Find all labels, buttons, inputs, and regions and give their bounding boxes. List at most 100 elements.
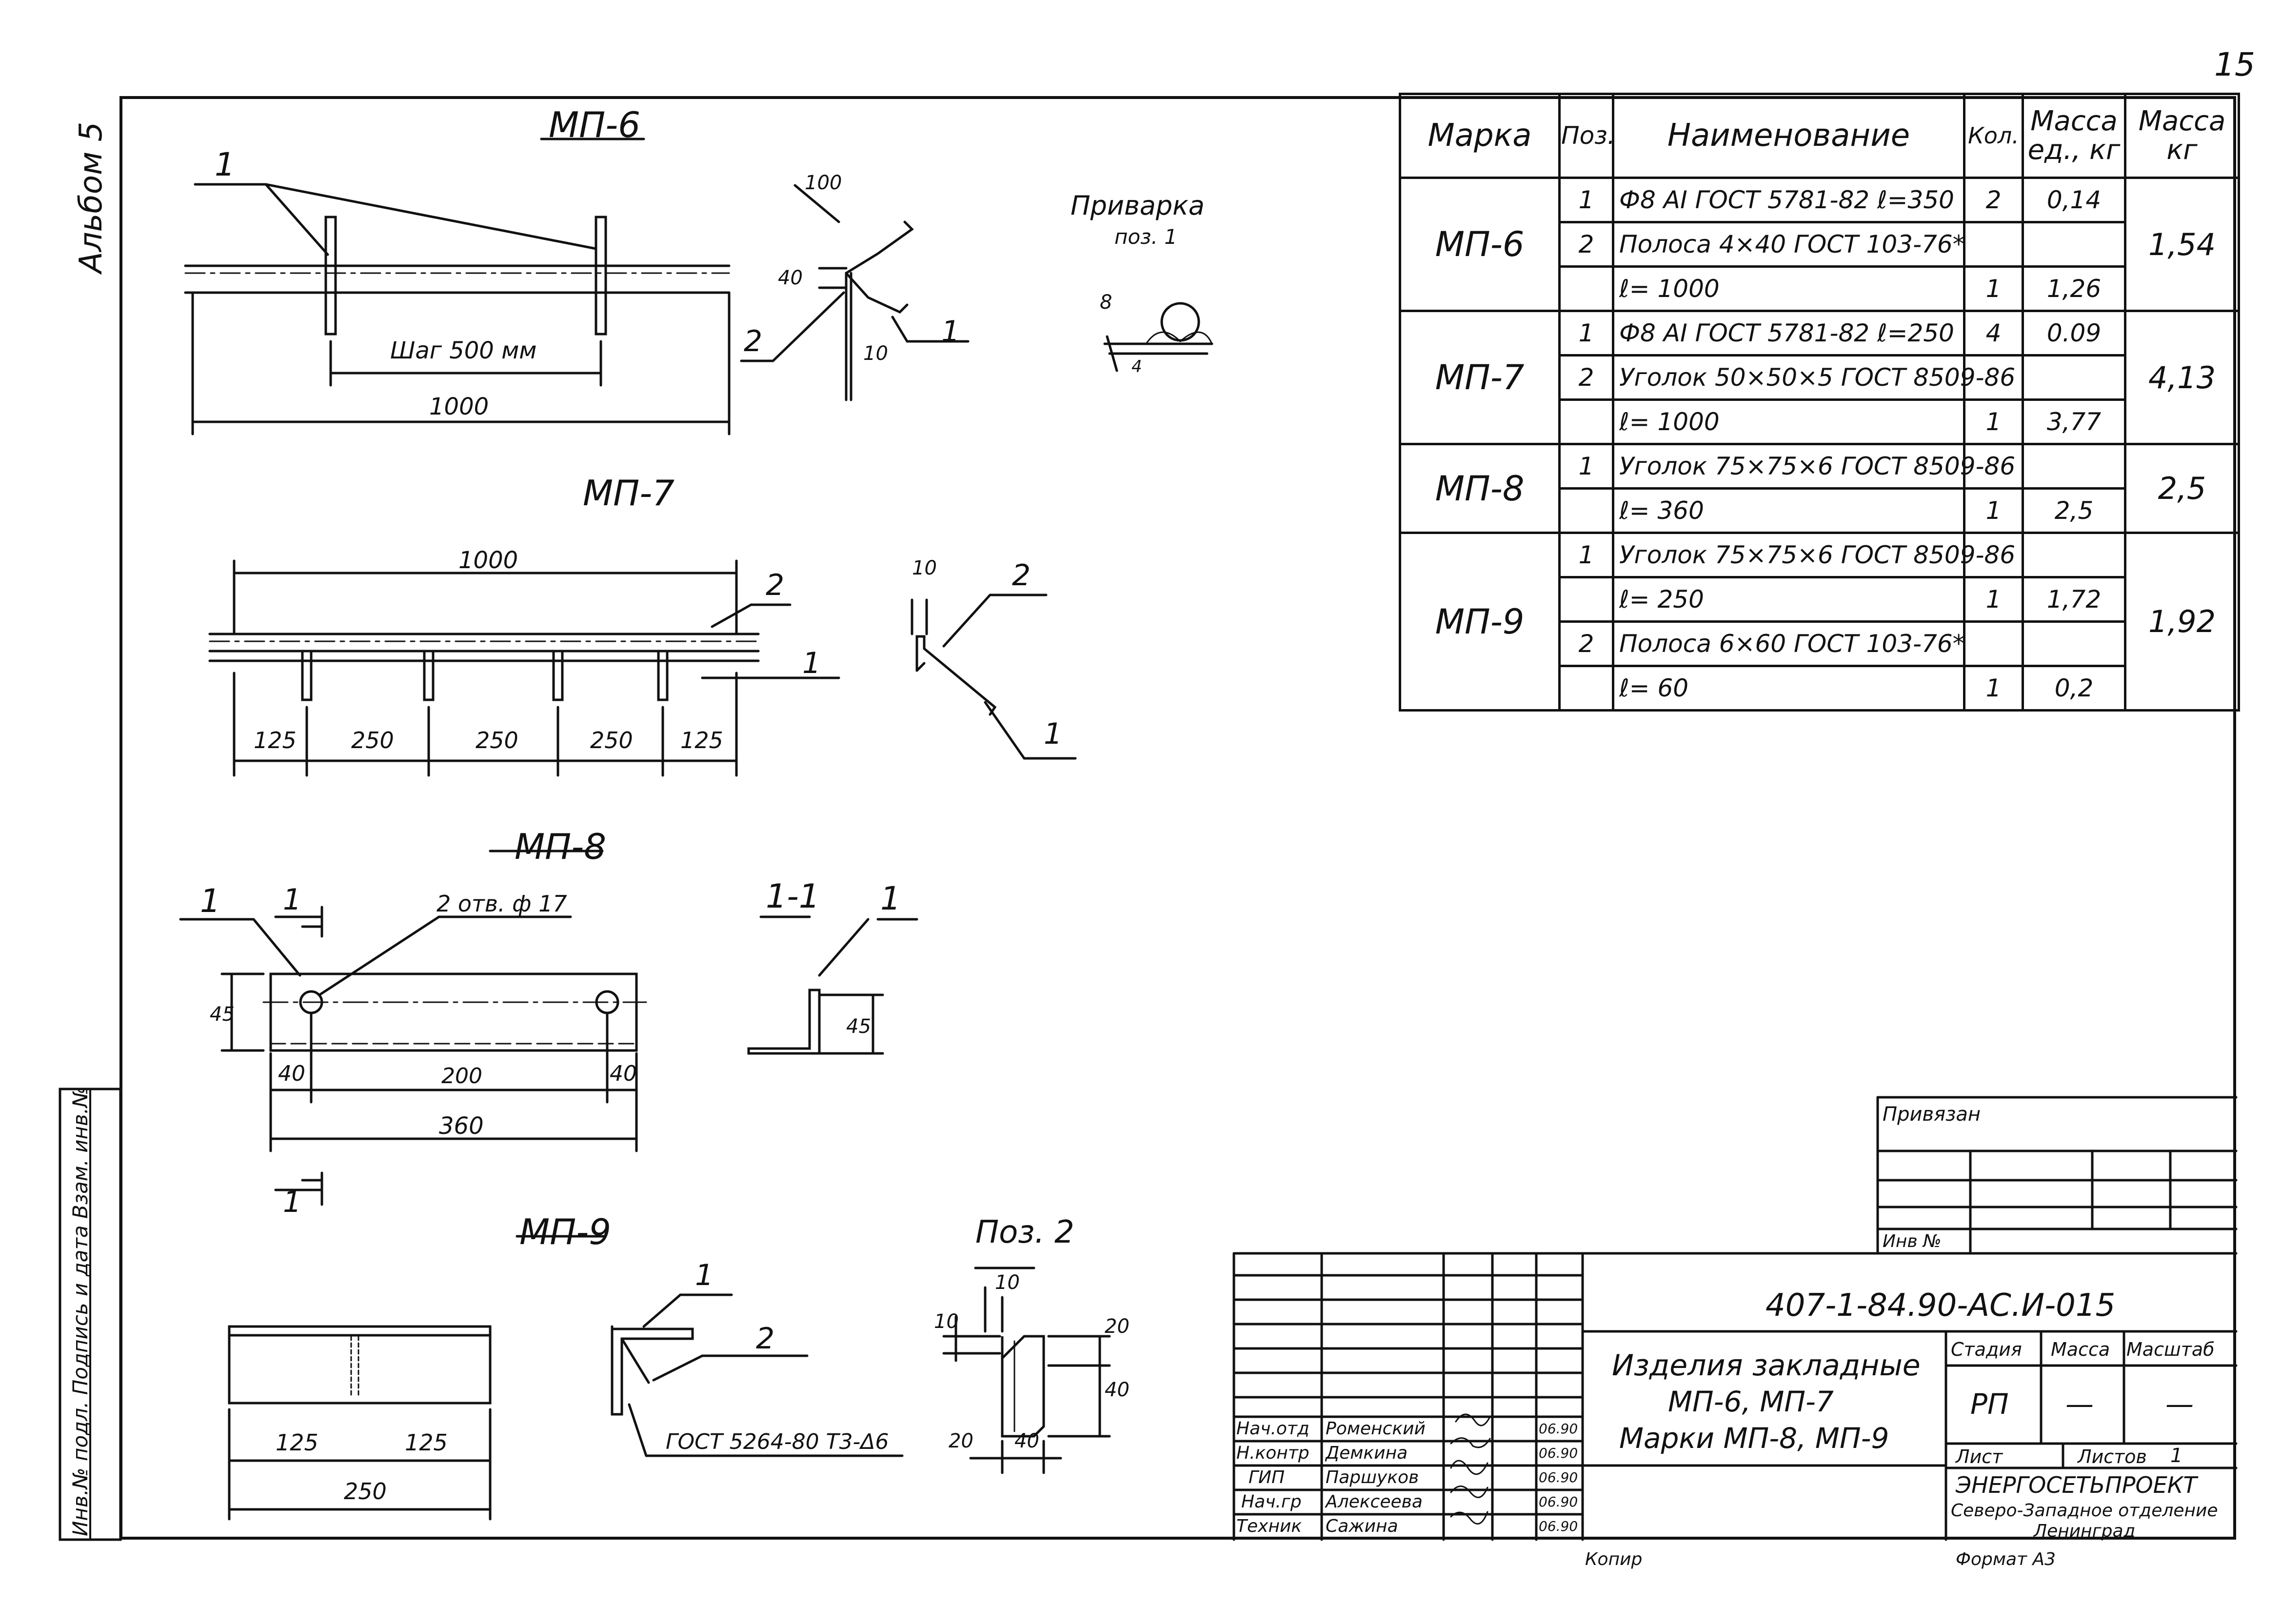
mp6-dim-40: 40 [778, 267, 803, 289]
person-name: Алексеева [1326, 1492, 1423, 1512]
header-unit-mass: Масса ед., кг [2022, 93, 2126, 179]
mp7-pos2: 2 [766, 568, 785, 602]
person-role: Нач.отд [1236, 1419, 1309, 1439]
mass-cell: 1,54 [2124, 177, 2240, 312]
name-cell: Уголок 75×75×6 ГОСТ 8509-86 [1612, 443, 2015, 490]
mp8-plan [179, 850, 647, 1206]
qty-cell: 1 [1963, 398, 2024, 445]
header-name: Наименование [1612, 93, 1965, 179]
mp7-length: 1000 [458, 547, 518, 574]
person-date: 06.90 [1539, 1421, 1578, 1437]
mp9-dim-250: 250 [344, 1478, 387, 1505]
poz2-dim-20-bottom: 20 [949, 1430, 973, 1452]
name-cell: ℓ= 60 [1612, 665, 1965, 712]
sheet-label: Лист [1956, 1446, 2003, 1467]
mp8-dim-360: 360 [439, 1112, 484, 1140]
poz2-dim-10-left: 10 [934, 1310, 959, 1333]
mp6-pos1: 1 [215, 146, 235, 183]
name-cell: Уголок 50×50×5 ГОСТ 8509-86 [1612, 354, 2015, 401]
mp8-section [747, 915, 918, 1055]
mp6-section [740, 184, 970, 401]
name-cell: Ф8 АI ГОСТ 5781-82 ℓ=250 [1612, 310, 1965, 356]
person-name: Паршуков [1326, 1467, 1419, 1487]
weld-dim-8: 8 [1100, 291, 1112, 314]
mp6-dim-10: 10 [863, 342, 888, 365]
table-row: МП-7 1 Ф8 АI ГОСТ 5781-82 ℓ=250 4 0.09 4… [1399, 310, 2240, 445]
weld-subtitle: поз. 1 [1114, 225, 1177, 249]
unit-mass-cell: 0,2 [2022, 665, 2126, 712]
qty-cell [1963, 620, 2024, 667]
mp7-dim-4: 250 [590, 727, 633, 753]
person-name: Сажина [1326, 1516, 1398, 1536]
header-pos: Поз. [1558, 93, 1615, 179]
pos-cell [1558, 487, 1614, 534]
pos-cell: 1 [1558, 532, 1614, 578]
mass-cell: 1,92 [2124, 532, 2240, 712]
mp7-dim-3: 250 [476, 727, 518, 753]
unit-mass-cell: 3,77 [2022, 398, 2126, 445]
table-row: МП-9 1 Уголок 75×75×6 ГОСТ 8509-86 1,92 [1399, 532, 2240, 712]
mp7-pos1: 1 [802, 646, 821, 680]
weld-dim-4: 4 [1131, 357, 1142, 376]
titleblock-grid [1232, 1096, 2238, 1541]
mp7-section [911, 594, 1077, 760]
qty-cell: 1 [1963, 265, 2024, 312]
mp6-elevation [184, 138, 731, 436]
pos-cell [1558, 665, 1614, 712]
poz2-dim-40-right: 40 [1105, 1379, 1130, 1401]
qty-cell: 1 [1963, 665, 2024, 712]
qty-cell: 1 [1963, 487, 2024, 534]
pos-cell: 1 [1558, 443, 1614, 490]
mp8-title: МП-8 [515, 826, 607, 867]
poz2-detail [942, 1267, 1111, 1474]
mp6-length: 1000 [429, 393, 489, 420]
org-city: Ленинград [2034, 1521, 2136, 1541]
qty-cell [1963, 354, 2024, 401]
mp7-elevation [208, 559, 840, 777]
qty-cell [1963, 532, 2024, 578]
scale-label: Масштаб [2126, 1339, 2215, 1360]
mp7-dim-1: 125 [254, 727, 297, 753]
title-line-1: Изделия закладные [1612, 1348, 1921, 1383]
document-code: 407-1-84.90-АС.И-015 [1765, 1287, 2116, 1324]
poz2-dim-40-bottom: 40 [1014, 1430, 1039, 1452]
scale-value: — [2165, 1387, 2194, 1421]
pos-cell [1558, 265, 1614, 312]
page-number: 15 [2214, 46, 2255, 83]
pos-cell: 2 [1558, 620, 1614, 667]
title-line-2: МП-6, МП-7 [1668, 1385, 1834, 1418]
header-mark: Марка [1399, 93, 1561, 179]
specification-table: Марка Поз. Наименование Кол. Масса ед., … [1399, 93, 2240, 712]
header-mass: Масса кг [2124, 93, 2240, 179]
name-cell: Уголок 75×75×6 ГОСТ 8509-86 [1612, 532, 2015, 578]
person-role: Нач.гр [1241, 1492, 1302, 1512]
mark-cell: МП-8 [1399, 443, 1561, 534]
mp8-cut-bottom: 1 [283, 1185, 302, 1219]
name-cell: ℓ= 1000 [1612, 398, 1965, 445]
mp7-dim-2: 250 [351, 727, 394, 753]
name-cell: ℓ= 1000 [1612, 265, 1965, 312]
format-label: Формат А3 [1956, 1549, 2056, 1569]
person-name: Демкина [1326, 1443, 1408, 1463]
mp9-weld-note: ГОСТ 5264-80 Т3-Δ6 [666, 1429, 889, 1454]
pos-cell: 1 [1558, 177, 1614, 223]
mp9-dim-125-right: 125 [405, 1429, 448, 1456]
poz2-title: Поз. 2 [975, 1214, 1074, 1250]
mp8-section-pos: 1 [880, 880, 901, 917]
mp9-title: МП-9 [519, 1211, 612, 1252]
sheets-value: 1 [2170, 1445, 2183, 1467]
mp9-pos1: 1 [695, 1258, 714, 1292]
table-row: ℓ= 1000 1 3,77 [1400, 398, 2239, 445]
table-row: ℓ= 360 1 2,5 [1400, 487, 2239, 534]
table-row: ℓ= 1000 1 1,26 [1400, 265, 2239, 312]
qty-cell [1963, 221, 2024, 268]
mp6-dim-100: 100 [805, 172, 842, 194]
person-role: ГИП [1249, 1467, 1285, 1487]
person-date: 06.90 [1539, 1445, 1578, 1461]
mp8-holes: 2 отв. ф 17 [436, 891, 567, 917]
unit-mass-cell [2022, 354, 2126, 401]
mp8-section-dim-45: 45 [846, 1015, 871, 1038]
table-row: ℓ= 60 1 0,2 [1400, 665, 2239, 712]
mp6-section-pos1: 1 [941, 315, 960, 349]
name-cell: ℓ= 360 [1612, 487, 1965, 534]
